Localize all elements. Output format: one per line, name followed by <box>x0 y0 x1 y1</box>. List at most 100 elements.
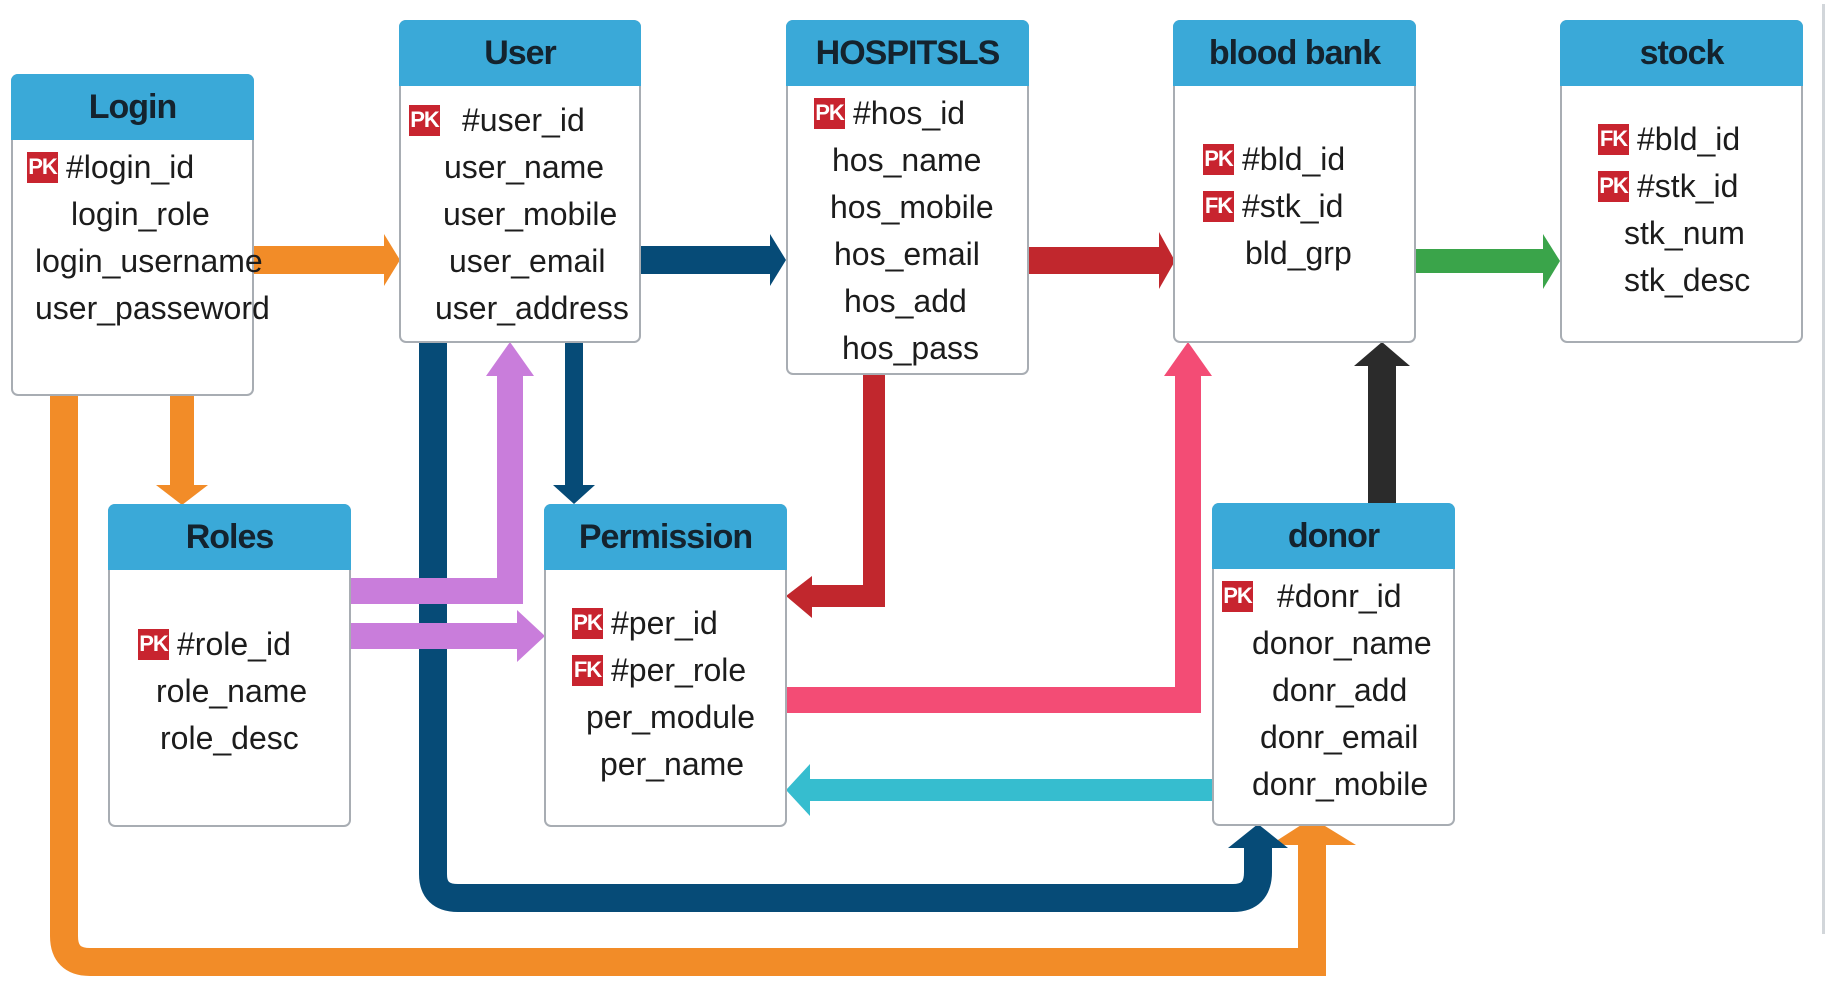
field-name: per_module <box>586 698 755 735</box>
field-name: donr_mobile <box>1252 765 1429 802</box>
field-name: user_name <box>444 148 605 185</box>
entity-field: PK#role_id <box>138 621 343 667</box>
field-name: stk_desc <box>1624 261 1751 298</box>
field-name: donor_name <box>1252 624 1432 661</box>
entity-title: Login <box>11 74 254 140</box>
connector-user-hospitals <box>640 234 786 286</box>
entity-field: hos_mobile <box>814 184 1021 230</box>
entity-field: hos_email <box>814 231 1021 277</box>
field-name: user_address <box>435 289 629 326</box>
entity-field: user_address <box>409 285 633 331</box>
entity-field: stk_desc <box>1598 257 1795 303</box>
field-name: #login_id <box>66 148 195 185</box>
entity-field: hos_name <box>814 137 1021 183</box>
connector-permission-bloodbank <box>785 342 1212 713</box>
foreign-key-badge: FK <box>1598 123 1629 155</box>
foreign-key-badge: FK <box>572 654 603 686</box>
entity-field: role_desc <box>138 715 343 761</box>
field-name: stk_num <box>1624 214 1745 251</box>
connector-login-roles <box>156 396 208 505</box>
entity-donor[interactable]: donor PK #donr_id donor_name donr_add donr_e… <box>1212 503 1455 826</box>
field-name: role_desc <box>160 719 299 756</box>
connector-hospitals-permission <box>786 374 885 618</box>
field-name: #role_id <box>177 625 291 662</box>
entity-field: donr_email <box>1222 714 1447 760</box>
connector-user-permission <box>553 342 595 504</box>
field-name: login_username <box>35 242 263 279</box>
primary-key-badge: PK <box>1222 580 1253 612</box>
field-name: hos_pass <box>842 329 979 366</box>
primary-key-badge: PK <box>27 151 58 183</box>
entity-title: blood bank <box>1173 20 1416 86</box>
field-name: user_mobile <box>443 195 618 232</box>
field-name: #donr_id <box>1277 577 1402 614</box>
connector-roles-user <box>349 342 534 604</box>
field-name: hos_add <box>844 282 967 319</box>
field-name: user_passeword <box>35 289 270 326</box>
right-edge-divider <box>1822 4 1825 934</box>
foreign-key-badge: FK <box>1203 190 1234 222</box>
field-name: #user_id <box>462 101 585 138</box>
field-name: donr_add <box>1272 671 1408 708</box>
field-name: #stk_id <box>1637 167 1739 204</box>
entity-title: Permission <box>544 504 787 570</box>
entity-field: PK#per_id <box>572 600 779 646</box>
field-name: user_email <box>449 242 606 279</box>
entity-field: PK #user_id <box>409 97 633 143</box>
primary-key-badge: PK <box>409 104 440 136</box>
connector-donor-bloodbank <box>1354 342 1410 506</box>
field-name: #hos_id <box>853 94 966 131</box>
entity-title: HOSPITSLS <box>786 20 1029 86</box>
entity-field: donr_add <box>1222 667 1447 713</box>
connector-login-donor <box>50 396 1356 976</box>
field-name: bld_grp <box>1245 234 1352 271</box>
entity-field: PK #donr_id <box>1222 573 1447 619</box>
connector-bloodbank-stock <box>1415 234 1560 289</box>
field-name: #stk_id <box>1242 187 1344 224</box>
entity-field: role_name <box>138 668 343 714</box>
connector-hospitals-bloodbank <box>1027 232 1175 289</box>
field-name: hos_mobile <box>830 188 994 225</box>
connector-donor-permission <box>786 764 1214 816</box>
field-name: login_role <box>71 195 210 232</box>
field-name: donr_email <box>1260 718 1419 755</box>
primary-key-badge: PK <box>572 607 603 639</box>
entity-field: PK#stk_id <box>1598 163 1795 209</box>
entity-field: user_mobile <box>409 191 633 237</box>
entity-field: FK#stk_id <box>1203 183 1408 229</box>
primary-key-badge: PK <box>814 97 845 129</box>
entity-field: hos_pass <box>814 325 1021 371</box>
entity-field: FK#bld_id <box>1598 116 1795 162</box>
entity-field: user_passeword <box>27 285 270 331</box>
entity-field: PK#hos_id <box>814 90 1021 136</box>
field-name: #bld_id <box>1242 140 1346 177</box>
field-name: #per_role <box>611 651 747 688</box>
entity-field: per_module <box>572 694 779 740</box>
entity-login[interactable]: Login PK#login_id login_role login_usernam… <box>11 74 270 396</box>
entity-field: user_email <box>409 238 633 284</box>
entity-field: login_role <box>27 191 246 237</box>
entity-title: Roles <box>108 504 351 570</box>
connector-user-donor <box>419 342 1288 912</box>
entity-title: stock <box>1560 20 1803 86</box>
entity-field: stk_num <box>1598 210 1795 256</box>
primary-key-badge: PK <box>138 628 169 660</box>
primary-key-badge: PK <box>1598 170 1629 202</box>
entity-field: PK#bld_id <box>1203 136 1408 182</box>
entity-field: donor_name <box>1222 620 1447 666</box>
entity-field: bld_grp <box>1203 230 1408 276</box>
entity-field: hos_add <box>814 278 1021 324</box>
field-name: #per_id <box>611 604 718 641</box>
field-name: hos_name <box>832 141 982 178</box>
entity-field: PK#login_id <box>27 144 246 190</box>
entity-title: donor <box>1212 503 1455 569</box>
connector-roles-permission <box>349 610 545 662</box>
field-name: per_name <box>600 745 745 782</box>
